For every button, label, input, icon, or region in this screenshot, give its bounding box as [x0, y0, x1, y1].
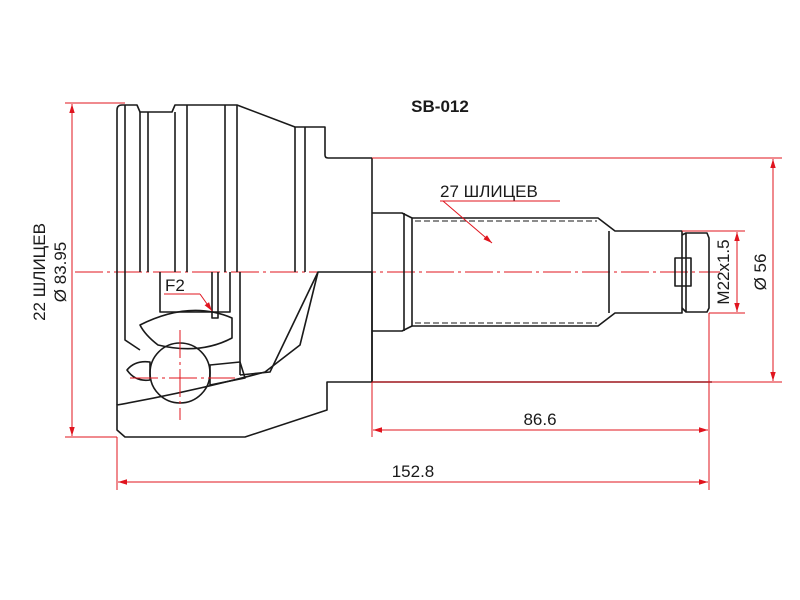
cage: [126, 360, 151, 382]
shaft: [371, 158, 712, 383]
f2-callout: F2: [165, 276, 185, 295]
dimensions: [65, 102, 782, 490]
thread-end: [681, 232, 710, 313]
outer-diameter-label: Ø 83.95: [51, 242, 70, 303]
thread-label: M22x1.5: [714, 239, 733, 304]
inner-race: [139, 309, 233, 350]
part-number: SB-012: [411, 97, 469, 116]
seal-diameter-label: Ø 56: [751, 254, 770, 291]
outer-housing: [116, 104, 372, 272]
outer-splines-label: 22 ШЛИЦЕВ: [30, 223, 49, 321]
cotter-slot: [674, 257, 692, 287]
shaft-splines-label: 27 ШЛИЦЕВ: [440, 182, 538, 201]
section-view: [116, 271, 373, 438]
total-length-label: 152.8: [392, 462, 435, 481]
shaft-length-label: 86.6: [523, 410, 556, 429]
